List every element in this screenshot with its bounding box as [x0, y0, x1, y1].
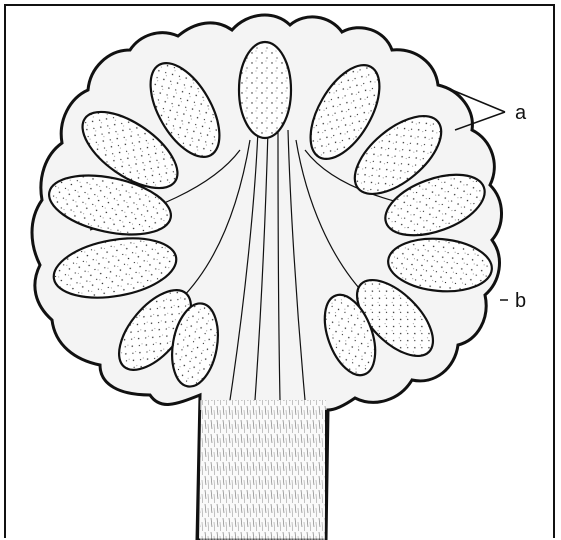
label-b: b — [515, 291, 526, 311]
label-a: a — [515, 103, 526, 123]
sorus — [239, 42, 291, 138]
stalk — [198, 400, 326, 540]
